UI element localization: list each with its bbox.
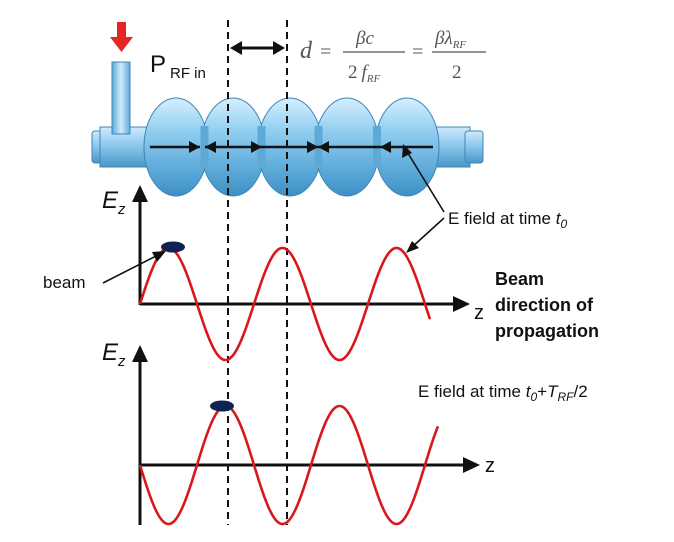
cell-field-arrows — [150, 141, 433, 153]
svg-text:=: = — [412, 41, 423, 63]
bottom-z-label: z — [485, 455, 495, 477]
efield-t0-label: E field at time t0 — [448, 209, 567, 231]
top-z-label: z — [474, 302, 484, 324]
beam-pipe-right-flange — [464, 130, 484, 164]
beam-bunch-top — [161, 241, 185, 253]
svg-text:d: d — [300, 38, 313, 64]
svg-text:direction of: direction of — [495, 295, 594, 315]
bottom-field-plot — [132, 345, 480, 526]
efield-t0-pointer-arrows — [402, 144, 445, 253]
beam-label: beam — [43, 273, 86, 292]
top-field-plot — [132, 185, 470, 362]
beam-pointer-arrow — [102, 251, 166, 284]
svg-text:propagation: propagation — [495, 321, 599, 341]
svg-text:2: 2 — [452, 62, 462, 83]
bottom-axis-label: Ez — [102, 339, 126, 370]
bottom-y-axis-arrowhead — [132, 345, 148, 362]
bottom-z-axis-arrowhead — [463, 457, 480, 473]
top-axis-label: Ez — [102, 187, 126, 218]
svg-text:=: = — [320, 41, 331, 63]
svg-text:βλRF: βλRF — [434, 28, 466, 51]
efield-wave-t0-plus-half-period — [138, 404, 440, 526]
beam-bunch-bottom — [210, 400, 234, 412]
svg-text:Beam: Beam — [495, 269, 544, 289]
rf-input-coupler — [111, 61, 131, 135]
beam-direction-label: Beam direction of propagation — [495, 269, 599, 341]
efield-t1-label: E field at time t0+TRF/2 — [418, 382, 588, 404]
svg-text:βc: βc — [355, 28, 374, 49]
down-arrow-icon — [110, 22, 133, 52]
efield-wave-t0 — [138, 246, 432, 362]
top-z-axis-arrowhead — [453, 296, 470, 312]
cavity-iris — [200, 126, 209, 168]
top-y-axis-arrowhead — [132, 185, 148, 202]
cell-length-double-arrow — [230, 41, 285, 55]
